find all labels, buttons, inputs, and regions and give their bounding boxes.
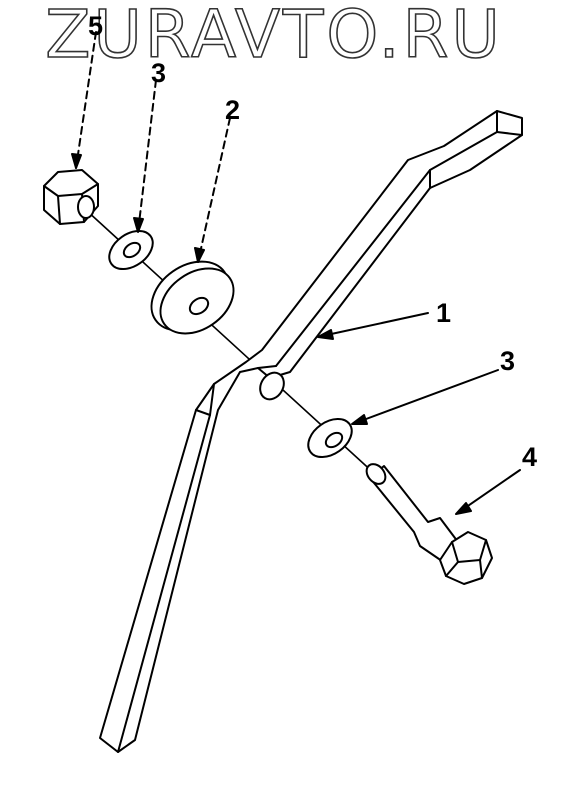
callout-label-3-bottom: 3: [500, 346, 516, 376]
arrow-2: [194, 247, 205, 263]
arrow-1: [317, 329, 334, 340]
callout-label-1: 1: [436, 298, 452, 328]
lever-arm: [99, 110, 523, 753]
arrow-3-top: [133, 217, 144, 233]
leader-5: [75, 31, 97, 169]
small-washer-bottom: [307, 417, 353, 459]
callout-label-3-top: 3: [151, 58, 167, 88]
nut: [43, 169, 99, 225]
arrow-3-bottom: [351, 414, 368, 425]
leader-2: [197, 117, 231, 263]
arrow-5: [71, 153, 82, 169]
callout-label-2: 2: [225, 95, 241, 125]
leader-lines: [71, 31, 521, 515]
leader-4: [461, 469, 521, 511]
arrow-4: [455, 502, 472, 515]
leader-1: [321, 312, 429, 337]
watermark-text: ZURAVTO.RU: [44, 0, 503, 73]
leader-3-top: [137, 79, 157, 233]
leader-3-bottom: [357, 369, 499, 423]
callout-label-5: 5: [88, 11, 104, 41]
large-washer: [150, 260, 235, 335]
callout-label-4: 4: [522, 442, 538, 472]
small-washer-top: [108, 229, 154, 271]
bolt: [365, 463, 493, 585]
